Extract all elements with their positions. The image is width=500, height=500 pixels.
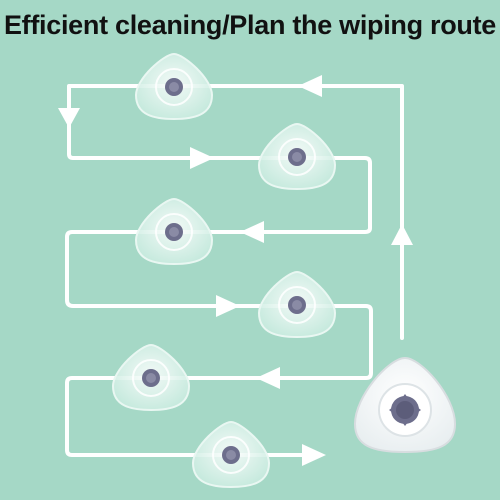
triangle-wiper-pad-icon bbox=[134, 197, 214, 266]
arrow-left-icon bbox=[298, 75, 322, 97]
arrow-up-icon bbox=[391, 224, 413, 245]
large-triangle-wiper-icon bbox=[353, 356, 457, 454]
arrow-right-icon bbox=[302, 444, 326, 466]
triangle-wiper-pad-icon bbox=[134, 52, 214, 121]
route-path bbox=[65, 84, 404, 457]
arrow-right-icon bbox=[216, 295, 240, 317]
triangle-wiper-pad-icon bbox=[257, 270, 337, 339]
headline: Efficient cleaning/Plan the wiping route bbox=[3, 10, 497, 40]
arrow-left-icon bbox=[256, 367, 280, 389]
wiper-pads bbox=[111, 52, 337, 489]
triangle-wiper-pad-icon bbox=[111, 343, 191, 412]
arrow-right-icon bbox=[190, 147, 214, 169]
route-arrows bbox=[58, 75, 413, 466]
arrow-left-icon bbox=[240, 221, 264, 243]
arrow-down-icon bbox=[58, 108, 80, 128]
triangle-wiper-pad-icon bbox=[191, 420, 271, 489]
triangle-wiper-pad-icon bbox=[257, 122, 337, 191]
